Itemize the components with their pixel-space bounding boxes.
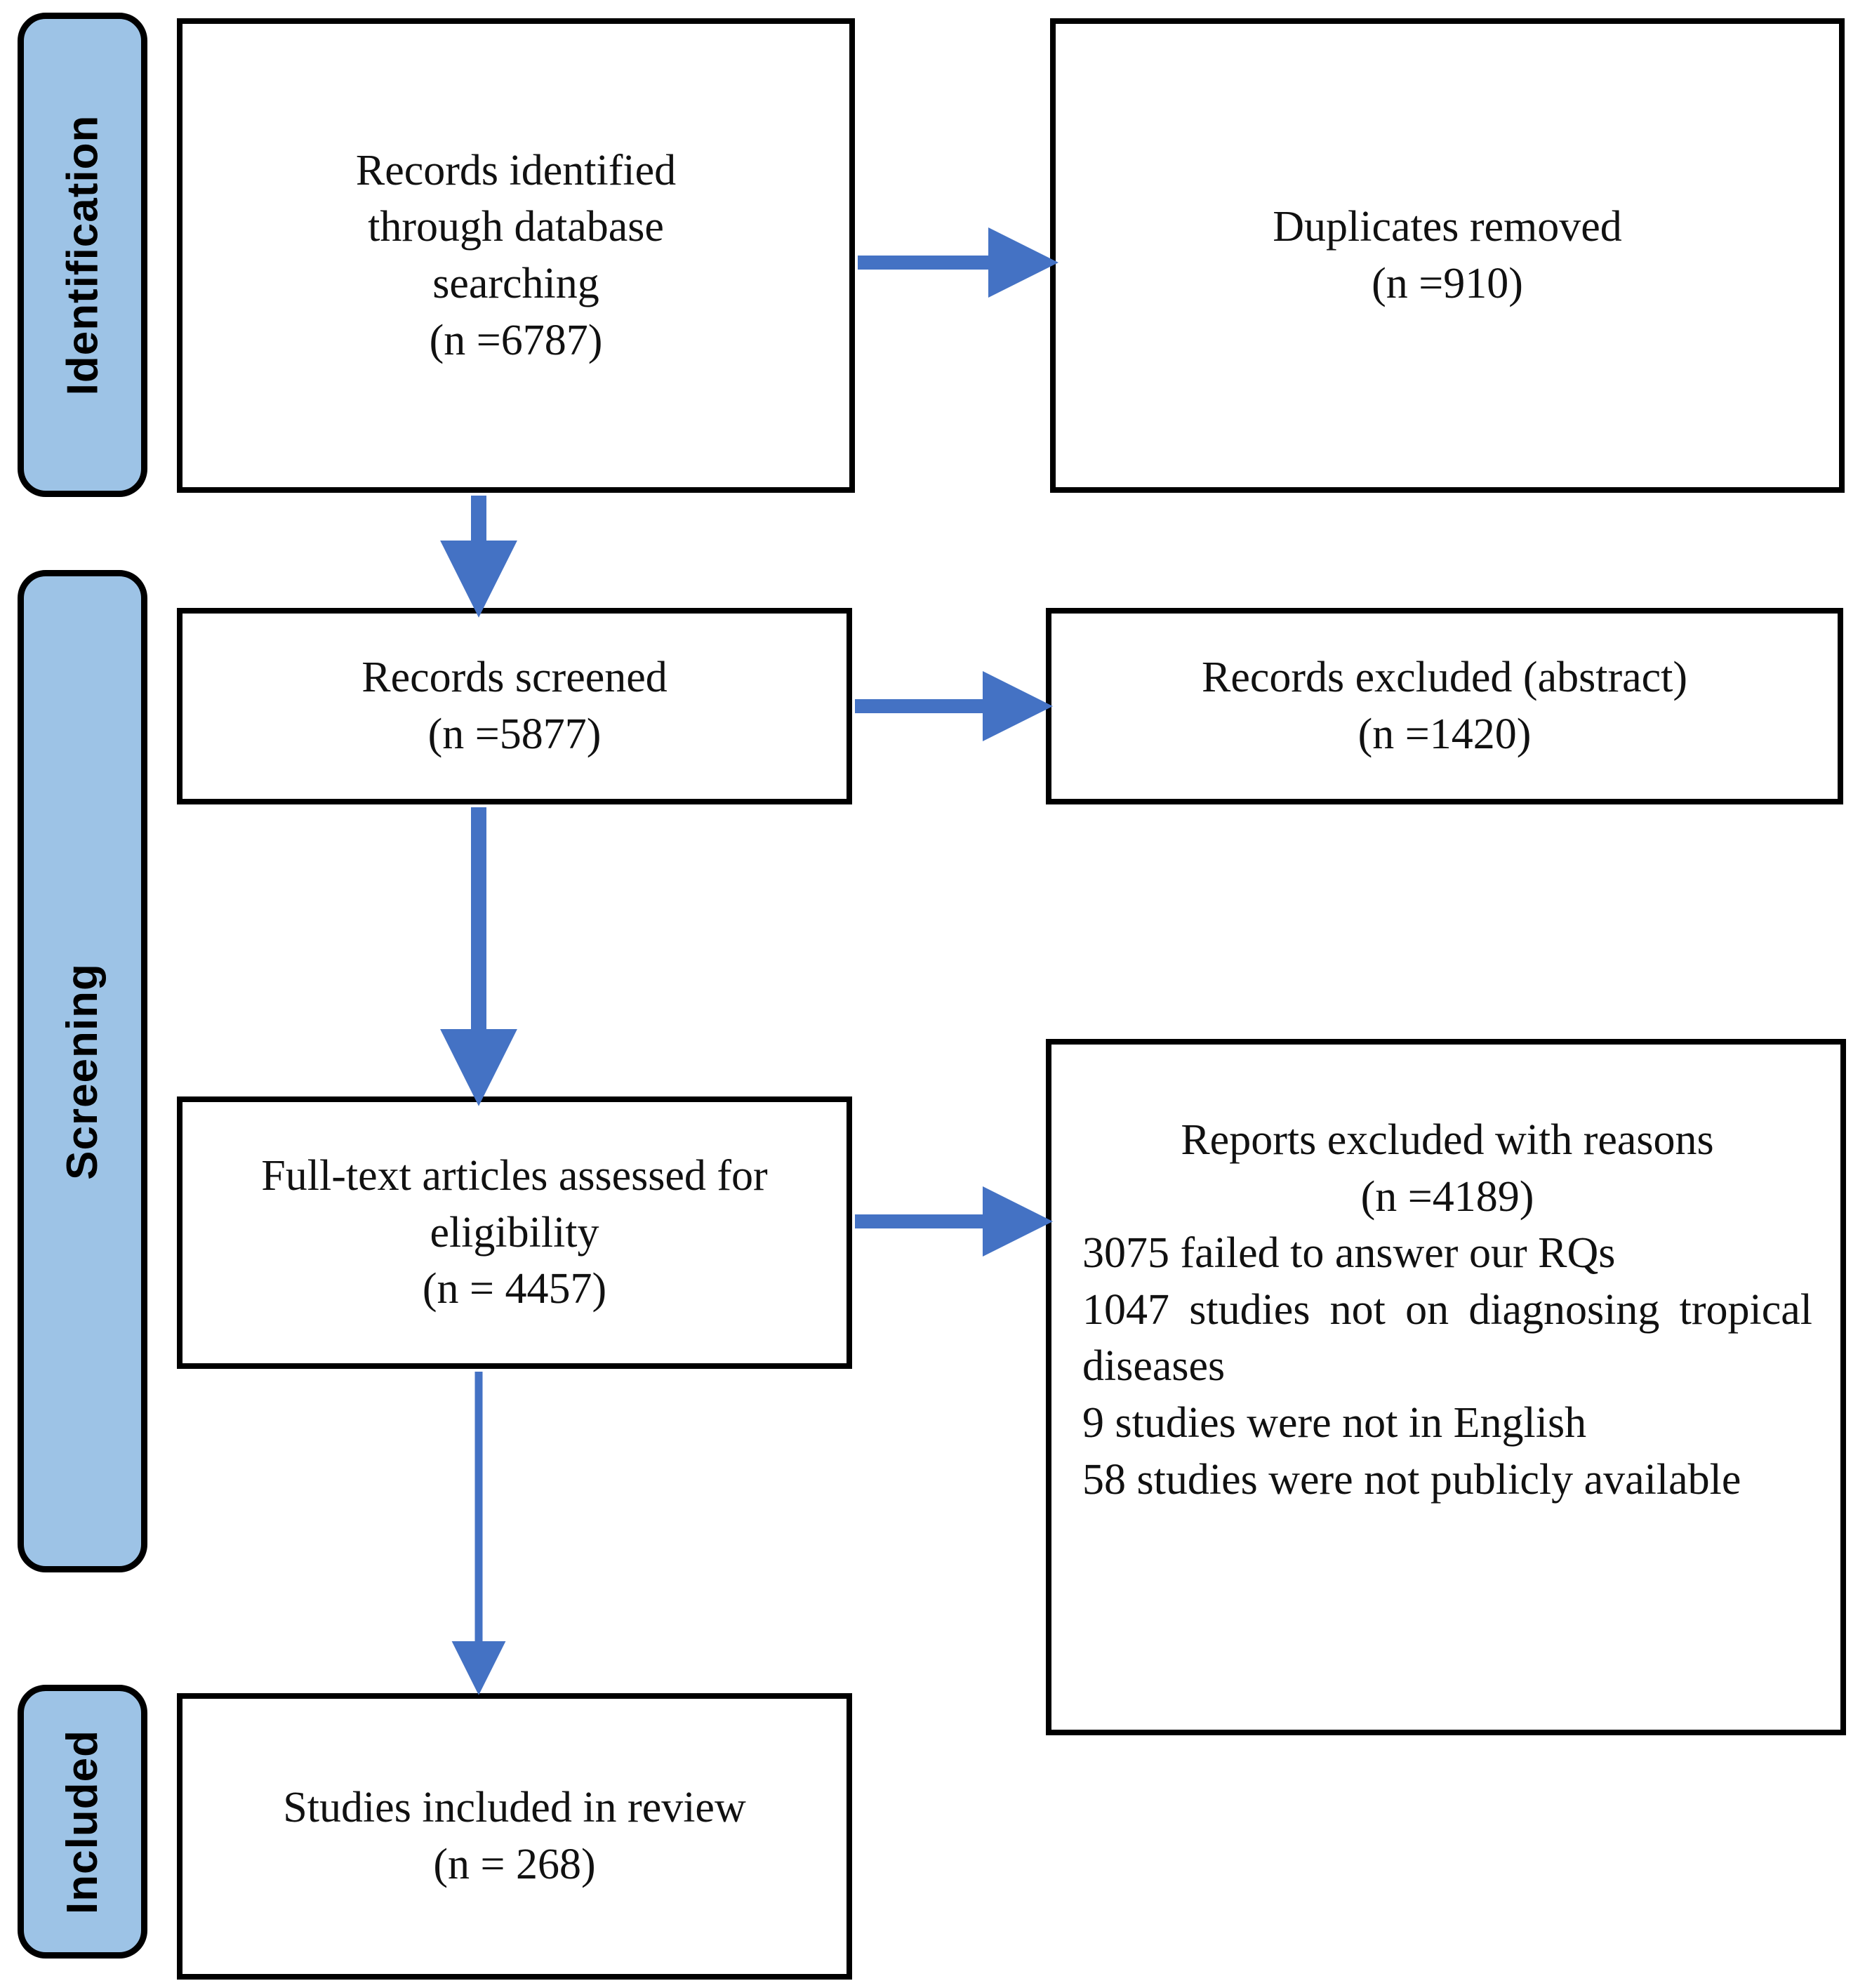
phase-bar-included: Included bbox=[18, 1685, 147, 1959]
box-reports-excluded-reasons: Reports excluded with reasons (n =4189) … bbox=[1046, 1039, 1846, 1735]
records-screened-count: (n =5877) bbox=[427, 710, 602, 758]
reports-excluded-header: Reports excluded with reasons bbox=[1181, 1116, 1714, 1164]
phase-label-included: Included bbox=[58, 1729, 107, 1914]
reports-excluded-reason-2: 1047 studies not on diagnosing tropical … bbox=[1082, 1285, 1812, 1391]
fulltext-assessed-line-1: Full-text articles assessed for bbox=[261, 1152, 768, 1200]
studies-included-count: (n = 268) bbox=[433, 1841, 596, 1888]
records-excluded-abstract-label: Records excluded (abstract) bbox=[1201, 654, 1688, 702]
duplicates-removed-label: Duplicates removed bbox=[1273, 203, 1622, 251]
reports-excluded-reason-1: 3075 failed to answer our RQs bbox=[1082, 1229, 1616, 1278]
box-duplicates-removed: Duplicates removed (n =910) bbox=[1050, 18, 1845, 493]
box-fulltext-assessed: Full-text articles assessed for eligibil… bbox=[177, 1096, 852, 1369]
records-excluded-abstract-count: (n =1420) bbox=[1357, 710, 1532, 758]
fulltext-assessed-count: (n = 4457) bbox=[422, 1265, 607, 1313]
records-identified-line-1: Records identified bbox=[355, 146, 677, 194]
reports-excluded-count: (n =4189) bbox=[1360, 1172, 1534, 1221]
box-studies-included: Studies included in review (n = 268) bbox=[177, 1693, 852, 1980]
reports-excluded-reason-3: 9 studies were not in English bbox=[1082, 1398, 1587, 1447]
phase-label-screening: Screening bbox=[58, 962, 107, 1180]
records-screened-label: Records screened bbox=[361, 654, 668, 702]
phase-label-identification: Identification bbox=[58, 114, 107, 395]
duplicates-removed-count: (n =910) bbox=[1372, 260, 1523, 307]
box-records-identified: Records identified through database sear… bbox=[177, 18, 855, 493]
records-identified-line-2: through database bbox=[368, 203, 664, 251]
studies-included-label: Studies included in review bbox=[283, 1784, 746, 1832]
phase-bar-identification: Identification bbox=[18, 13, 147, 497]
fulltext-assessed-line-2: eligibility bbox=[430, 1208, 599, 1257]
records-identified-count: (n =6787) bbox=[429, 316, 603, 364]
reports-excluded-reason-4: 58 studies were not publicly available bbox=[1082, 1455, 1741, 1504]
records-identified-line-3: searching bbox=[432, 260, 599, 307]
box-records-excluded-abstract: Records excluded (abstract) (n =1420) bbox=[1046, 608, 1843, 804]
box-records-screened: Records screened (n =5877) bbox=[177, 608, 852, 804]
phase-bar-screening: Screening bbox=[18, 570, 147, 1572]
